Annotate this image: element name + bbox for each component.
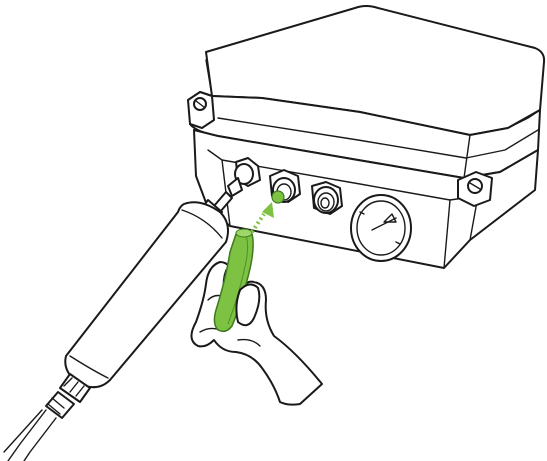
pressure-gauge	[351, 195, 411, 261]
port-insert-target	[272, 191, 284, 203]
hand	[191, 262, 322, 405]
cable-gland-right	[312, 182, 342, 214]
cable-gland-middle	[270, 170, 300, 203]
screw-post-left	[188, 92, 214, 128]
screw-post-right	[458, 172, 492, 206]
